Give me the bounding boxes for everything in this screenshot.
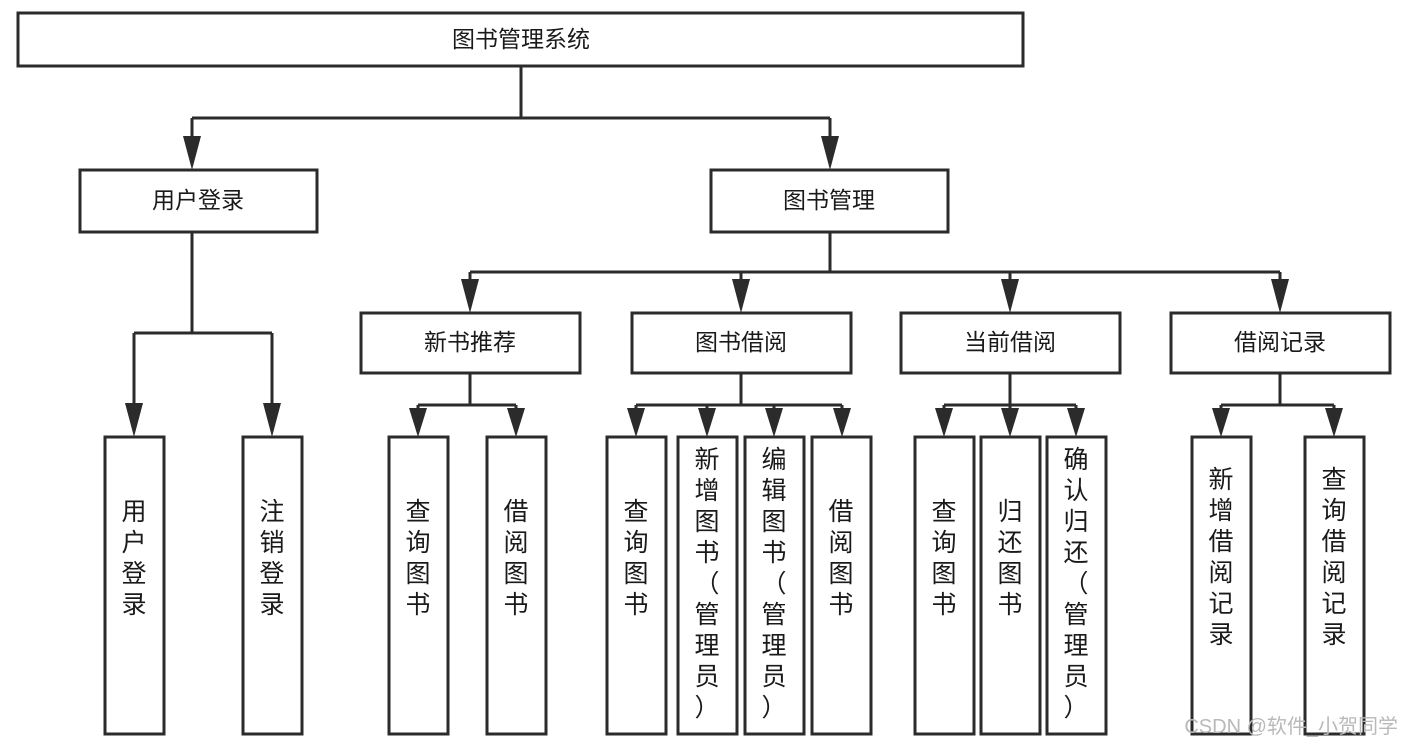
leaf-node-return-book-label: 归还图书 — [997, 498, 1022, 619]
leaf-node-query-book-2-label: 查询图书 — [623, 498, 648, 619]
arrow-head-leaf-query-book-3 — [935, 408, 953, 437]
node-book-borrow-box[interactable] — [630, 311, 853, 375]
leaf-node-query-record-box[interactable] — [1303, 435, 1366, 736]
leaf-node-confirm-return[interactable]: 确认归还（管理员） — [1045, 435, 1108, 736]
leaf-node-query-book-1-label: 查询图书 — [405, 498, 430, 619]
arrow-head-leaf-return-book — [1001, 408, 1019, 437]
leaf-node-query-book-1-box[interactable] — [387, 435, 450, 736]
arrow-head-leaf-logout — [263, 403, 281, 437]
node-new-book-rec-label: 新书推荐 — [424, 329, 516, 355]
node-current-borrow-box[interactable] — [899, 311, 1122, 375]
arrow-head-new-book-rec — [461, 279, 479, 313]
node-book-manage-label: 图书管理 — [783, 187, 875, 213]
arrow-head-leaf-add-book — [698, 408, 716, 437]
leaf-node-add-record[interactable]: 新增借阅记录 — [1190, 435, 1253, 736]
leaf-node-query-book-3[interactable]: 查询图书 — [913, 435, 976, 736]
leaf-node-borrow-book-1-label: 借阅图书 — [503, 498, 528, 619]
arrow-head-leaf-confirm-return — [1067, 408, 1085, 437]
arrow-head-leaf-query-book-2 — [627, 408, 645, 437]
csdn-watermark: CSDN @软件_小贺同学 — [1184, 715, 1398, 738]
arrow-head-borrow-record — [1271, 279, 1289, 313]
arrow-head-user-login — [183, 136, 201, 170]
arrow-head-leaf-borrow-book-1 — [507, 408, 525, 437]
leaf-node-add-book-box[interactable] — [676, 435, 739, 736]
node-new-book-rec-box[interactable] — [359, 311, 582, 375]
arrow-head-book-borrow — [732, 279, 750, 313]
leaf-node-logout[interactable]: 注销登录 — [241, 435, 304, 736]
arrow-head-leaf-borrow-book-2 — [833, 408, 851, 437]
node-borrow-record-box[interactable] — [1169, 311, 1392, 375]
leaf-node-query-record[interactable]: 查询借阅记录 — [1303, 435, 1366, 736]
node-current-borrow[interactable]: 当前借阅 — [899, 311, 1122, 375]
node-user-login-box[interactable] — [78, 168, 319, 234]
leaf-node-add-book[interactable]: 新增图书（管理员） — [676, 435, 739, 736]
node-book-manage[interactable]: 图书管理 — [709, 168, 950, 234]
node-borrow-record[interactable]: 借阅记录 — [1169, 311, 1392, 375]
leaf-node-query-book-2[interactable]: 查询图书 — [605, 435, 668, 736]
leaf-node-add-book-label: 新增图书（管理员） — [694, 446, 719, 722]
leaf-node-add-record-label: 新增借阅记录 — [1208, 466, 1233, 649]
arrow-head-leaf-query-book-1 — [409, 408, 427, 437]
node-new-book-rec[interactable]: 新书推荐 — [359, 311, 582, 375]
leaf-node-add-record-box[interactable] — [1190, 435, 1253, 736]
leaf-node-borrow-book-2-label: 借阅图书 — [828, 498, 853, 619]
arrow-head-book-manage — [821, 136, 839, 170]
leaf-node-user-login-box[interactable] — [103, 435, 166, 736]
node-root-label: 图书管理系统 — [452, 26, 590, 52]
leaf-node-user-login-label: 用户登录 — [121, 498, 146, 619]
leaf-node-query-book-1[interactable]: 查询图书 — [387, 435, 450, 736]
node-root-box[interactable] — [16, 11, 1025, 68]
arrow-head-leaf-add-record — [1212, 408, 1230, 437]
arrow-head-leaf-edit-book — [765, 408, 783, 437]
leaf-node-query-book-3-label: 查询图书 — [931, 498, 956, 619]
leaf-node-borrow-book-2-box[interactable] — [810, 435, 873, 736]
node-user-login[interactable]: 用户登录 — [78, 168, 319, 234]
leaf-node-borrow-book-1[interactable]: 借阅图书 — [485, 435, 548, 736]
leaf-node-edit-book-box[interactable] — [743, 435, 806, 736]
leaf-node-user-login[interactable]: 用户登录 — [103, 435, 166, 736]
leaf-node-confirm-return-label: 确认归还（管理员） — [1063, 446, 1088, 722]
node-book-manage-box[interactable] — [709, 168, 950, 234]
arrow-head-leaf-user-login — [125, 403, 143, 437]
leaf-node-confirm-return-box[interactable] — [1045, 435, 1108, 736]
leaf-node-return-book[interactable]: 归还图书 — [979, 435, 1042, 736]
leaf-node-query-book-3-box[interactable] — [913, 435, 976, 736]
leaf-node-borrow-book-1-box[interactable] — [485, 435, 548, 736]
arrow-head-current-borrow — [1001, 279, 1019, 313]
node-current-borrow-label: 当前借阅 — [964, 329, 1056, 355]
leaf-node-query-record-label: 查询借阅记录 — [1321, 466, 1346, 649]
leaf-node-edit-book[interactable]: 编辑图书（管理员） — [743, 435, 806, 736]
leaf-node-query-book-2-box[interactable] — [605, 435, 668, 736]
leaf-node-logout-label: 注销登录 — [259, 498, 284, 619]
leaf-node-logout-box[interactable] — [241, 435, 304, 736]
node-user-login-label: 用户登录 — [152, 187, 244, 213]
connector-layer — [125, 66, 1343, 437]
leaf-node-return-book-box[interactable] — [979, 435, 1042, 736]
node-book-borrow-label: 图书借阅 — [695, 329, 787, 355]
node-borrow-record-label: 借阅记录 — [1234, 329, 1326, 355]
leaf-node-edit-book-label: 编辑图书（管理员） — [761, 446, 786, 722]
node-book-borrow[interactable]: 图书借阅 — [630, 311, 853, 375]
arrow-head-leaf-query-record — [1325, 408, 1343, 437]
node-root[interactable]: 图书管理系统 — [16, 11, 1025, 68]
leaf-node-borrow-book-2[interactable]: 借阅图书 — [810, 435, 873, 736]
